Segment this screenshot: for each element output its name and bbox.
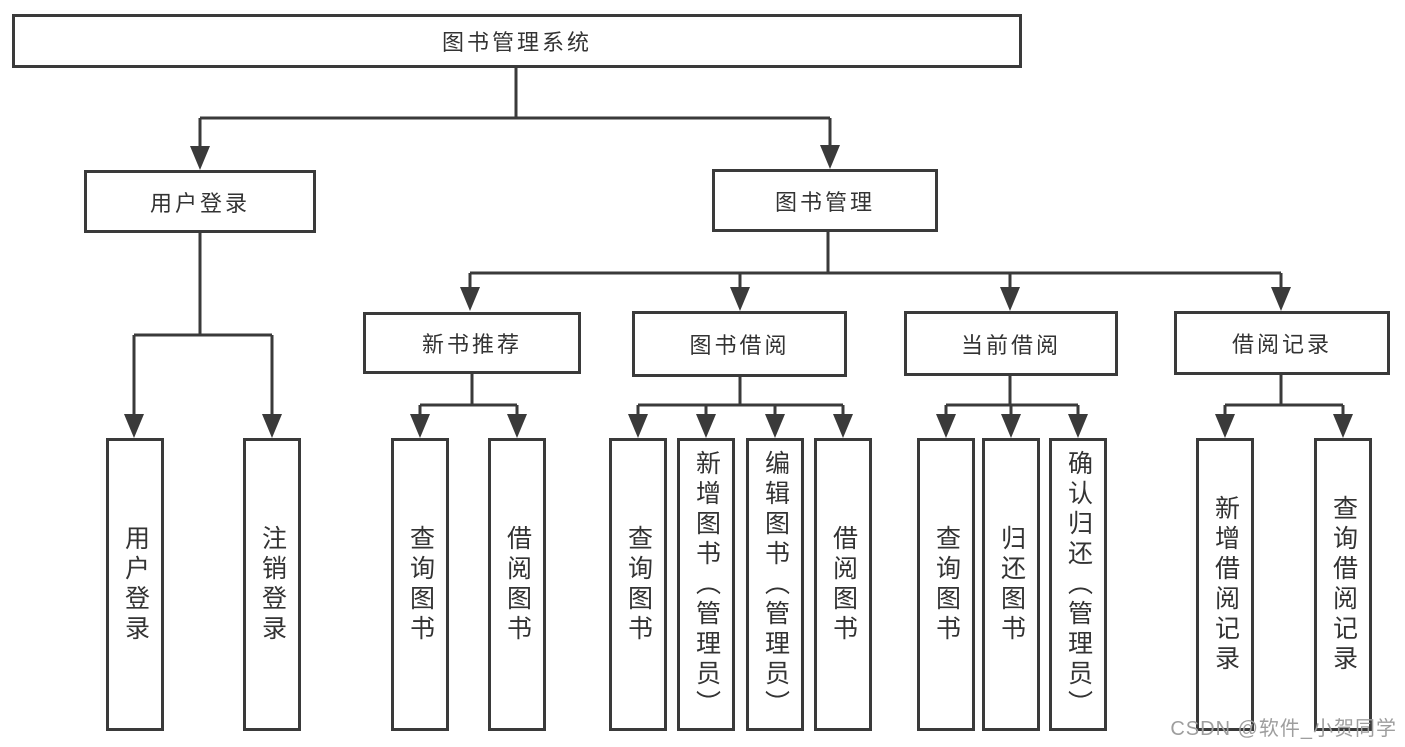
arrowhead-icon [507,414,527,438]
arrowhead-icon [190,146,210,170]
leaf-label: 借阅图书 [503,524,532,645]
arrowhead-icon [460,287,480,311]
connector-book-management-children [460,232,1291,311]
leaf-label: 借阅图书 [829,524,858,645]
node-label: 新书推荐 [421,332,522,357]
node-borrow-records: 借阅记录 [1174,311,1390,375]
node-new-book-recommend: 新书推荐 [363,312,581,374]
leaf-add-books-admin: 新增图书（管理员） [677,438,735,731]
node-user-login: 用户登录 [84,170,316,233]
arrowhead-icon [1271,287,1291,311]
node-book-borrow: 图书借阅 [632,311,847,377]
connector-borrow-records-children [1215,375,1353,438]
csdn-watermark: CSDN @软件_小贺同学 [1170,718,1397,740]
arrowhead-icon [262,414,282,438]
leaf-user-login: 用户登录 [106,438,164,731]
arrowhead-icon [1333,414,1353,438]
connector-user-login-children [124,233,282,438]
leaf-label: 查询图书 [932,524,961,645]
arrowhead-icon [820,145,840,169]
connector-root-to-level2 [190,68,840,170]
node-label: 用户登录 [149,190,250,216]
leaf-query-books-current: 查询图书 [917,438,975,731]
leaf-label: 查询图书 [406,524,435,645]
leaf-borrow-books-recommend: 借阅图书 [488,438,546,731]
leaf-label: 查询借阅记录 [1329,494,1358,675]
leaf-edit-books-admin: 编辑图书（管理员） [746,438,804,731]
leaf-add-borrow-record: 新增借阅记录 [1196,438,1254,731]
arrowhead-icon [628,414,648,438]
connector-new-book-recommend-children [410,373,527,438]
node-current-borrow: 当前借阅 [904,311,1118,376]
arrowhead-icon [833,414,853,438]
arrowhead-icon [1000,287,1020,311]
arrowhead-icon [696,414,716,438]
leaf-label: 确认归还（管理员） [1064,449,1093,720]
node-label: 图书管理 [774,189,875,215]
connector-book-borrow-children [628,376,853,438]
leaf-query-books-borrow: 查询图书 [609,438,667,731]
node-library-management-system: 图书管理系统 [12,14,1022,68]
leaf-return-books: 归还图书 [982,438,1040,731]
leaf-label: 查询图书 [624,524,653,645]
leaf-borrow-books: 借阅图书 [814,438,872,731]
leaf-query-borrow-record: 查询借阅记录 [1314,438,1372,731]
leaf-label: 编辑图书（管理员） [761,449,790,720]
arrowhead-icon [936,414,956,438]
node-label: 借阅记录 [1231,332,1332,357]
leaf-label: 新增借阅记录 [1211,494,1240,675]
node-label: 图书管理系统 [441,30,592,55]
arrowhead-icon [730,287,750,311]
leaf-confirm-return-admin: 确认归还（管理员） [1049,438,1107,731]
arrowhead-icon [410,414,430,438]
leaf-label: 新增图书（管理员） [692,449,721,720]
leaf-label: 注销登录 [258,524,287,645]
node-label: 当前借阅 [960,332,1061,358]
arrowhead-icon [124,414,144,438]
arrowhead-icon [765,414,785,438]
leaf-query-books-recommend: 查询图书 [391,438,449,731]
leaf-label: 用户登录 [121,524,150,645]
leaf-label: 归还图书 [997,524,1026,645]
arrowhead-icon [1068,414,1088,438]
leaf-logout: 注销登录 [243,438,301,731]
arrowhead-icon [1215,414,1235,438]
connector-current-borrow-children [936,376,1088,438]
node-label: 图书借阅 [689,333,790,358]
arrowhead-icon [1001,414,1021,438]
node-book-management: 图书管理 [712,169,938,232]
